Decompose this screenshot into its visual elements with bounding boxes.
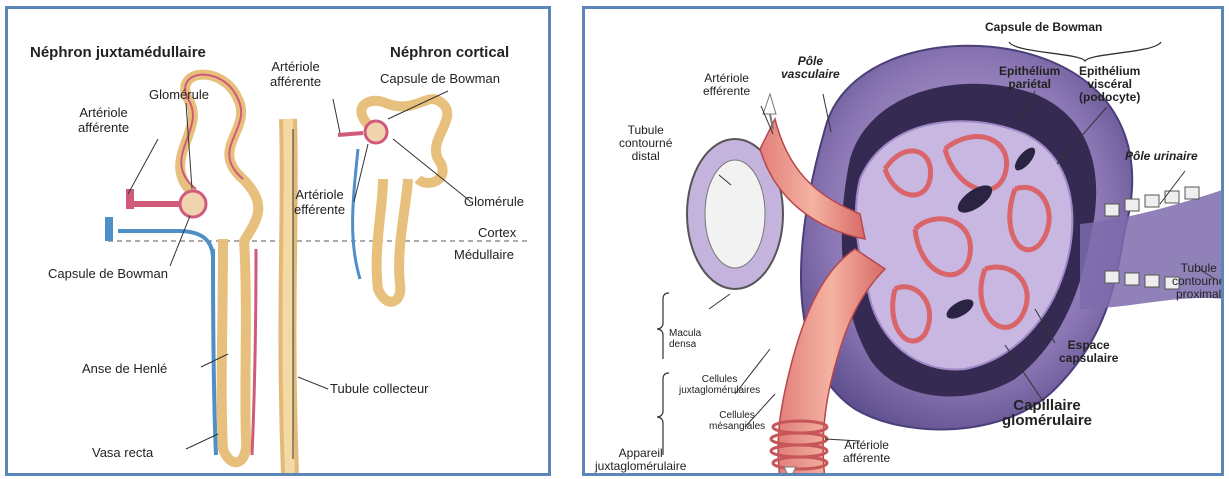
label-cellules-juxtaglomerulaires: Cellules juxtaglomérulaires xyxy=(679,374,760,396)
title-nephron-juxtamedullaire: Néphron juxtamédullaire xyxy=(30,45,206,60)
label-macula-densa: Macula densa xyxy=(669,328,701,350)
label-anse-henle: Anse de Henlé xyxy=(82,361,167,376)
label-arteriole-afferente-top: Artériole afférente xyxy=(270,59,321,89)
label-cortex: Cortex xyxy=(478,225,516,240)
nephron-diagram-panel: Néphron juxtamédullaire Néphron cortical… xyxy=(5,6,551,476)
label-epithelium-parietal: Epithélium pariétal xyxy=(999,65,1060,91)
label-vasa-recta: Vasa recta xyxy=(92,445,153,460)
label-arteriole-efferente: Artériole efférente xyxy=(294,187,345,217)
label-medullaire: Médullaire xyxy=(454,247,514,262)
label-pole-vasculaire: Pôle vasculaire xyxy=(781,55,840,81)
label-pole-urinaire: Pôle urinaire xyxy=(1125,150,1198,163)
title-nephron-cortical: Néphron cortical xyxy=(390,45,509,60)
label-tubule-contourne-distal: Tubule contourné distal xyxy=(619,124,672,163)
label-arteriole-afferente-left: Artériole afférente xyxy=(78,105,129,135)
label-glomerule-right: Glomérule xyxy=(464,194,524,209)
label-arteriole-efferente: Artériole efférente xyxy=(703,72,750,98)
label-appareil-juxtaglomerulaire: Appareil juxtaglomérulaire xyxy=(595,447,686,473)
label-espace-capsulaire: Espace capsulaire xyxy=(1059,339,1118,365)
label-tubule-collecteur: Tubule collecteur xyxy=(330,381,429,396)
glomerulus-diagram-panel: Capsule de Bowman Pôle vasculaire Artéri… xyxy=(582,6,1224,476)
label-epithelium-visceral: Epithélium viscéral (podocyte) xyxy=(1079,65,1140,104)
label-arteriole-afferente: Artériole afférente xyxy=(843,439,890,465)
label-glomerule-left: Glomérule xyxy=(149,87,209,102)
label-capsule-bowman-bottom: Capsule de Bowman xyxy=(48,266,168,281)
label-capillaire-glomerulaire: Capillaire glomérulaire xyxy=(1002,398,1092,428)
label-tubule-contourne-proximal: Tubule contourné proximal xyxy=(1172,262,1224,301)
label-capsule-bowman-top: Capsule de Bowman xyxy=(380,71,500,86)
label-cellules-mesangiales: Cellules mésangiales xyxy=(709,410,765,432)
label-capsule-bowman: Capsule de Bowman xyxy=(985,21,1102,34)
